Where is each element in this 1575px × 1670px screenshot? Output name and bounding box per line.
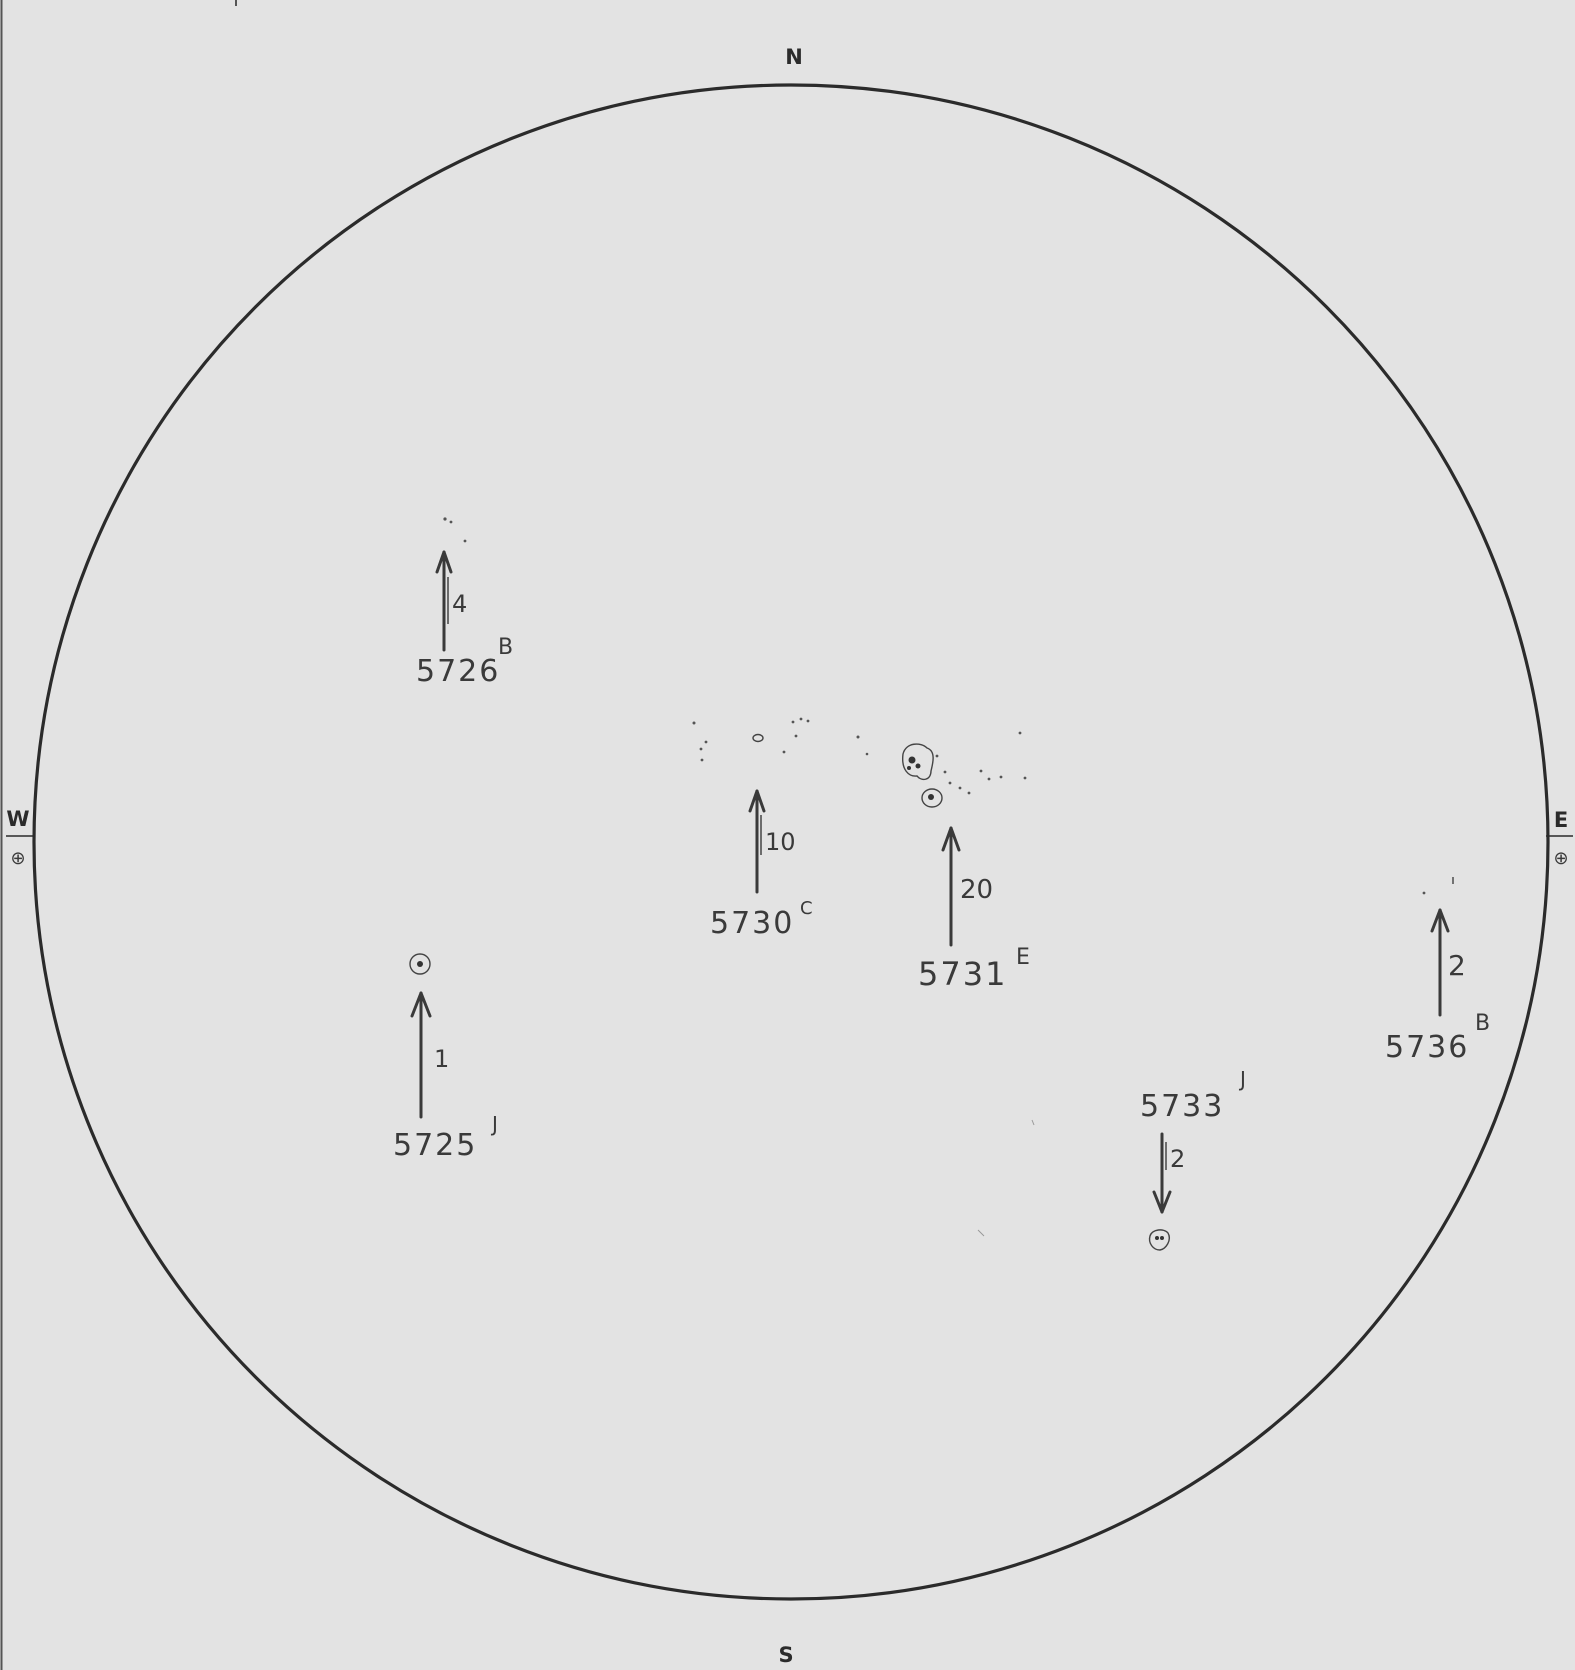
east-crosshair-icon: ⊕ bbox=[1553, 848, 1568, 869]
spot-dot bbox=[794, 734, 798, 738]
group-number-label: 5730 bbox=[710, 906, 794, 941]
spot-dot bbox=[958, 786, 962, 790]
sunspot-group-5731: 20 5731 E bbox=[856, 731, 1030, 993]
umbra bbox=[915, 763, 921, 769]
umbra bbox=[907, 766, 911, 770]
spot-dot bbox=[700, 758, 704, 762]
spot-count-label: 2 bbox=[1170, 1145, 1185, 1173]
group-number-label: 5726 bbox=[416, 654, 500, 689]
sunspot-group-5725: 1 5725 J bbox=[393, 953, 498, 1163]
group-number-label: 5736 bbox=[1385, 1030, 1469, 1065]
umbra bbox=[1160, 1236, 1164, 1240]
spot-dot bbox=[692, 721, 696, 725]
spot-dot bbox=[999, 775, 1003, 779]
group-class-label: C bbox=[800, 898, 813, 919]
arrow-head-up bbox=[941, 826, 961, 852]
group-class-label: J bbox=[490, 1112, 498, 1136]
stray-mark bbox=[1031, 1119, 1035, 1126]
umbra bbox=[908, 756, 916, 764]
group-class-label: B bbox=[1475, 1011, 1490, 1036]
spot-dot bbox=[1023, 776, 1027, 780]
west-label: W bbox=[6, 807, 29, 831]
umbra bbox=[1155, 1236, 1159, 1240]
penumbra-spot bbox=[921, 788, 943, 808]
spot-dot bbox=[987, 777, 991, 781]
spot-dot bbox=[1018, 731, 1022, 735]
spot-dot bbox=[443, 517, 447, 521]
spot-dot bbox=[806, 719, 810, 723]
spot-count-label: 1 bbox=[434, 1045, 449, 1073]
spot-dot bbox=[948, 781, 952, 785]
large-penumbra-spot bbox=[902, 743, 934, 781]
group-number-label: 5725 bbox=[393, 1128, 477, 1163]
penumbra-spot bbox=[409, 953, 431, 975]
spot-dot bbox=[1422, 891, 1426, 895]
spot-count-label: 2 bbox=[1448, 949, 1466, 982]
group-class-label: E bbox=[1016, 945, 1030, 970]
spot-dot bbox=[935, 754, 939, 758]
penumbra-spot bbox=[1148, 1229, 1170, 1251]
group-number-label: 5731 bbox=[918, 955, 1007, 993]
spot-dot bbox=[967, 791, 971, 795]
sunspot-group-5733: 5733 J 2 bbox=[1140, 1067, 1246, 1251]
group-class-label: J bbox=[1238, 1067, 1246, 1091]
umbra bbox=[928, 794, 934, 800]
solar-disk-limb bbox=[32, 83, 1550, 1601]
arrow-head-down bbox=[1152, 1190, 1172, 1214]
stray-mark bbox=[977, 1229, 985, 1237]
spot-count-label: 4 bbox=[452, 590, 467, 618]
spot-count-label: 10 bbox=[765, 828, 796, 856]
west-crosshair-icon: ⊕ bbox=[10, 848, 25, 869]
east-label: E bbox=[1554, 808, 1568, 832]
umbra bbox=[417, 961, 423, 967]
south-label: S bbox=[778, 1643, 793, 1667]
arrow-head-up bbox=[410, 991, 432, 1018]
spot-dot bbox=[856, 735, 860, 739]
spot-count-label: 20 bbox=[960, 875, 993, 905]
spot-dot bbox=[943, 770, 947, 774]
sunspot-group-5726: 4 5726 B bbox=[416, 517, 513, 689]
arrow-head-up bbox=[435, 550, 453, 574]
spot-dot bbox=[704, 740, 708, 744]
spot-dot bbox=[699, 747, 703, 751]
penumbra-spot bbox=[752, 733, 764, 743]
spot-dot bbox=[865, 752, 869, 756]
north-label: N bbox=[785, 45, 803, 69]
spot-dot bbox=[449, 520, 453, 524]
sunspot-group-5730: 10 5730 C bbox=[692, 717, 813, 941]
spot-dot bbox=[799, 717, 803, 721]
spot-dot bbox=[791, 720, 795, 724]
spot-dot bbox=[782, 750, 786, 754]
group-number-label: 5733 bbox=[1140, 1089, 1224, 1124]
spot-dot bbox=[463, 539, 467, 543]
arrow-head-up bbox=[1430, 908, 1450, 933]
group-class-label: B bbox=[498, 635, 513, 660]
sunspot-group-5736: 2 5736 B bbox=[1385, 877, 1490, 1065]
arrow-head-up bbox=[748, 789, 766, 813]
spot-dot bbox=[979, 769, 983, 773]
